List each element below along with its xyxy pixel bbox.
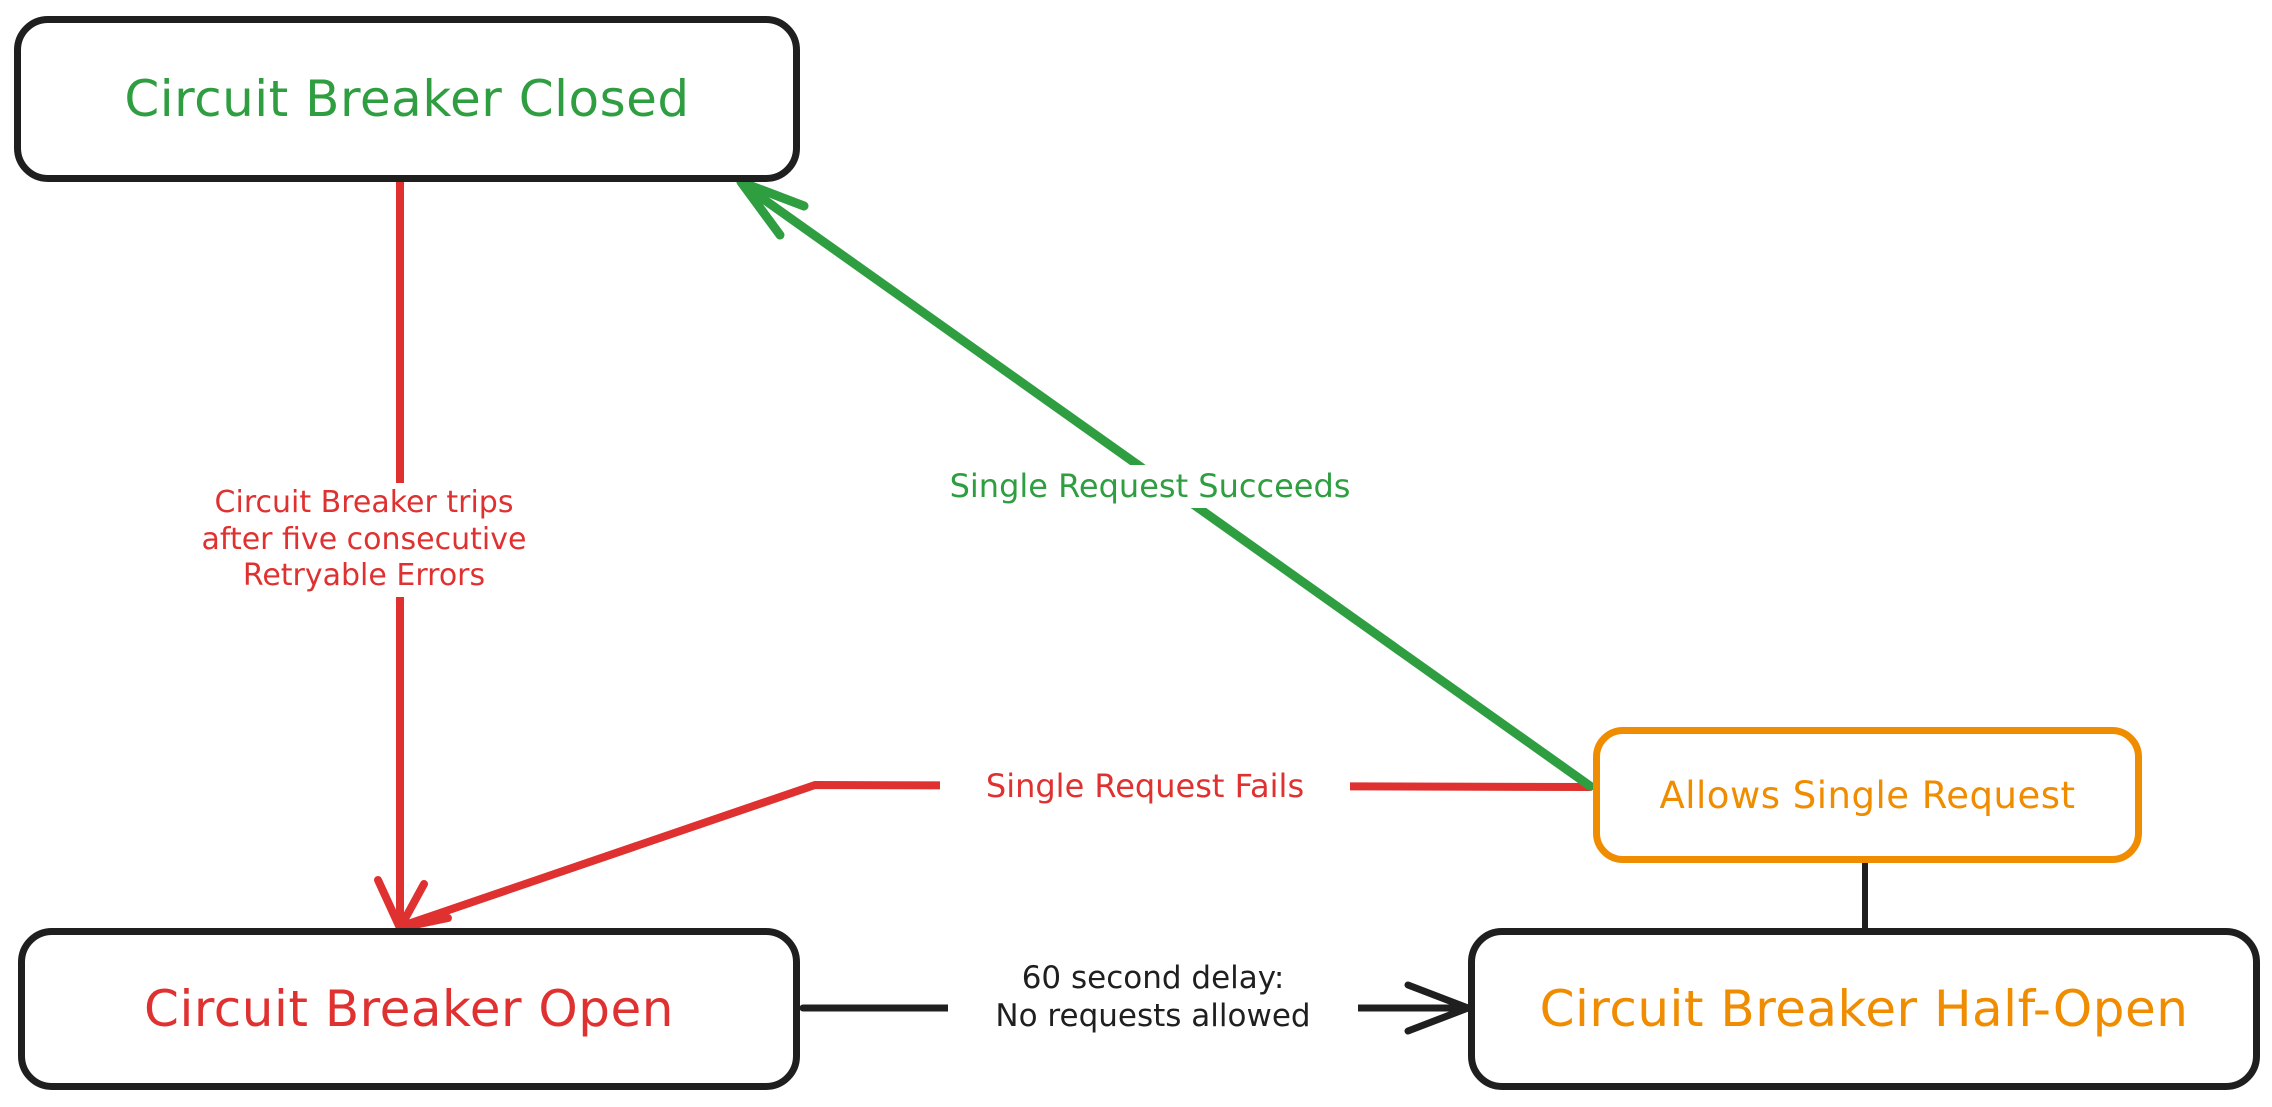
node-label-circuit-breaker-half-open: Circuit Breaker Half-Open — [1539, 980, 2189, 1038]
edge-label-open-to-halfopen: 60 second delay: No requests allowed — [948, 958, 1358, 1038]
node-allows-single-request[interactable]: Allows Single Request — [1593, 727, 2142, 863]
edge-label-line: No requests allowed — [995, 997, 1311, 1034]
node-circuit-breaker-closed[interactable]: Circuit Breaker Closed — [14, 16, 800, 182]
edge-label-line: Circuit Breaker trips — [214, 485, 514, 520]
edge-label-line: Single Request Fails — [985, 767, 1305, 805]
edge-label-allows-to-open: Single Request Fails — [940, 765, 1350, 809]
node-label-circuit-breaker-open: Circuit Breaker Open — [144, 980, 674, 1038]
edge-label-allows-to-closed: Single Request Succeeds — [910, 465, 1390, 509]
edge-label-line: 60 second delay: — [1021, 960, 1285, 996]
edge-label-closed-to-open: Circuit Breaker trips after five consecu… — [164, 483, 564, 597]
node-circuit-breaker-open[interactable]: Circuit Breaker Open — [18, 928, 800, 1090]
node-label-circuit-breaker-closed: Circuit Breaker Closed — [124, 70, 690, 128]
node-circuit-breaker-half-open[interactable]: Circuit Breaker Half-Open — [1468, 928, 2260, 1090]
edge-label-line: Retryable Errors — [242, 558, 486, 594]
edge-label-line: after five consecutive — [201, 521, 527, 557]
edge-label-line: Single Request Succeeds — [949, 467, 1351, 505]
node-label-allows-single-request: Allows Single Request — [1659, 773, 2076, 817]
